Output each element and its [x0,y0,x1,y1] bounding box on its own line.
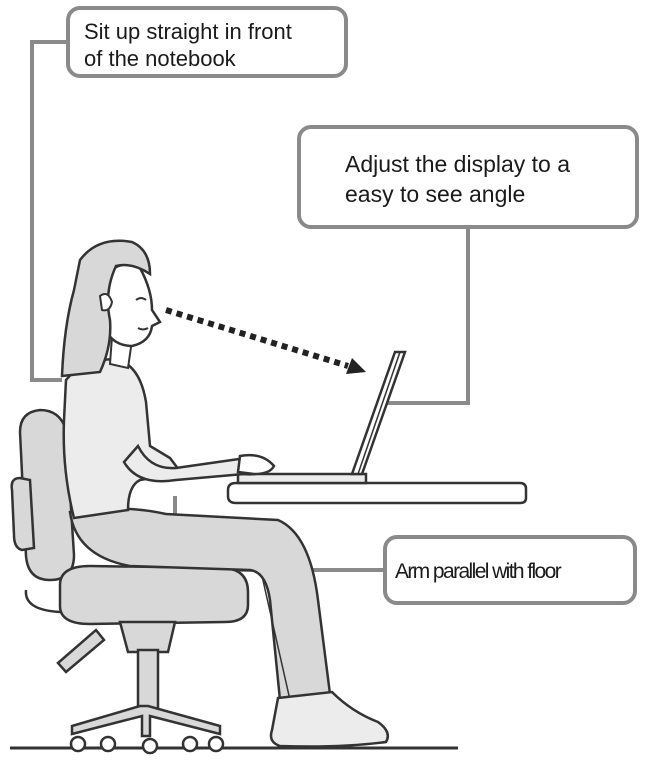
chair-lever [58,630,104,672]
ear [100,294,112,310]
display-callout-line-2: easy to see angle [345,179,621,209]
chair-column [138,650,158,712]
posture-callout-line-2: of the notebook [84,45,330,72]
chair-wheels [71,737,223,753]
chair-base-legs [72,706,220,736]
display-callout: Adjust the display to a easy to see angl… [297,125,639,229]
display-callout-line-1: Adjust the display to a [345,149,621,179]
display-connector-line [386,229,468,403]
laptop-base [238,474,366,483]
desk [228,483,526,503]
chair-seat [60,566,248,624]
shirt [64,359,182,518]
arm-callout: Arm parallel with floor [383,535,637,605]
chair-column-top [120,622,175,652]
feet [271,692,388,747]
sight-arrowhead [346,358,366,374]
sight-line [166,310,348,366]
posture-callout-line-1: Sit up straight in front [84,18,330,45]
chair-lumbar [12,478,34,550]
posture-connector-line [32,42,66,380]
posture-callout: Sit up straight in front of the notebook [66,6,348,78]
hand [238,455,274,474]
arm-callout-text: Arm parallel with floor [395,558,625,586]
